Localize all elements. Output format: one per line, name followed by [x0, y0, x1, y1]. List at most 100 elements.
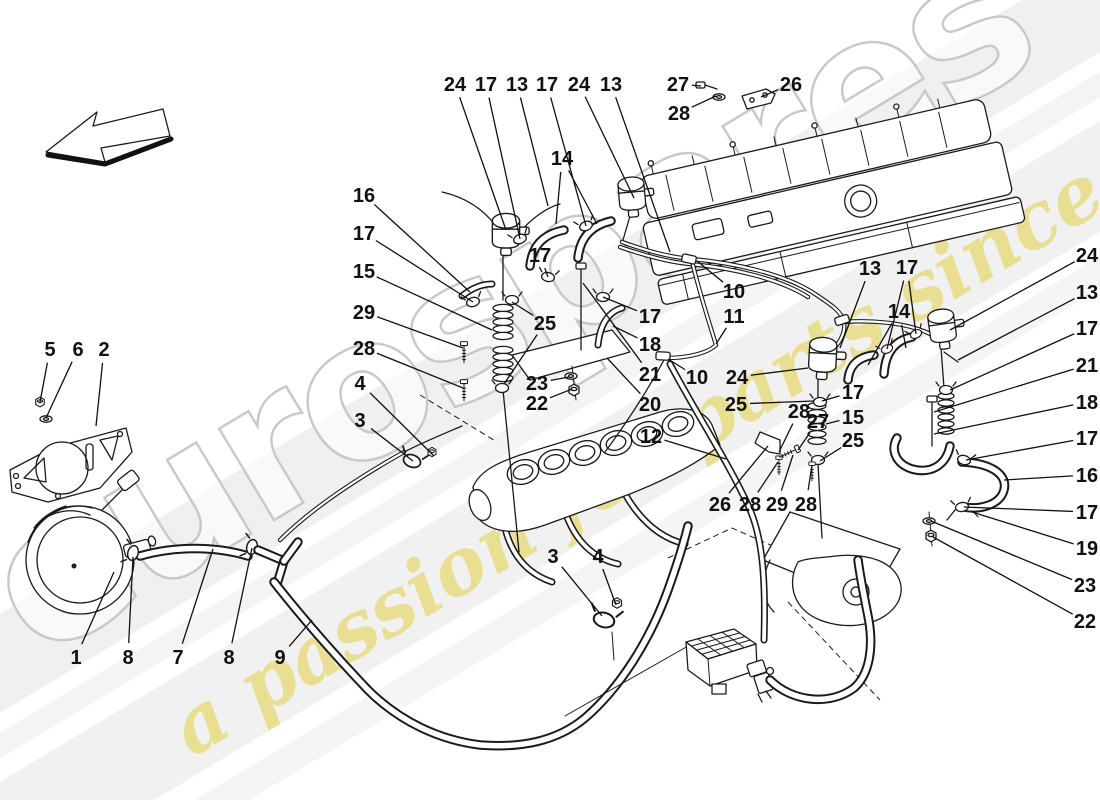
- pipe-9-end: [403, 425, 463, 453]
- callout-27-42[interactable]: 27: [807, 411, 829, 433]
- callout-2-19[interactable]: 2: [98, 339, 109, 361]
- callout-15-12[interactable]: 15: [353, 261, 375, 283]
- callout-10-38[interactable]: 10: [686, 367, 708, 389]
- callout-21-56[interactable]: 21: [1076, 355, 1098, 377]
- callout-7-22[interactable]: 7: [172, 647, 183, 669]
- callout-5-17[interactable]: 5: [44, 339, 55, 361]
- callout-6-18[interactable]: 6: [72, 339, 83, 361]
- callout-28-41[interactable]: 28: [788, 401, 810, 423]
- leader-line-17: [550, 97, 587, 227]
- callout-16-59[interactable]: 16: [1076, 465, 1098, 487]
- callout-28-7[interactable]: 28: [668, 103, 690, 125]
- callout-28-14[interactable]: 28: [353, 338, 375, 360]
- leader-line-12: [664, 439, 727, 460]
- leader-line-5: [39, 362, 49, 403]
- leader-line-13: [957, 297, 1075, 361]
- callout-17-58[interactable]: 17: [1076, 428, 1098, 450]
- callout-9-24[interactable]: 9: [274, 647, 285, 669]
- callout-10-36[interactable]: 10: [723, 281, 745, 303]
- callout-26-8[interactable]: 26: [780, 74, 802, 96]
- callout-24-0[interactable]: 24: [444, 74, 467, 96]
- leader-line-7: [181, 548, 214, 644]
- callout-17-1[interactable]: 17: [475, 74, 497, 96]
- callout-23-62[interactable]: 23: [1074, 575, 1096, 597]
- callout-29-13[interactable]: 29: [353, 302, 375, 324]
- callout-25-40[interactable]: 25: [725, 394, 747, 416]
- callout-23-29[interactable]: 23: [526, 373, 548, 395]
- callout-13-5[interactable]: 13: [600, 74, 622, 96]
- leader-line-16: [1003, 475, 1074, 481]
- callout-3-16[interactable]: 3: [354, 410, 365, 432]
- leader-line-9: [288, 619, 313, 647]
- callout-17-60[interactable]: 17: [1076, 502, 1098, 524]
- callout-28-47[interactable]: 28: [739, 494, 761, 516]
- y-connector: [253, 537, 303, 589]
- leader-line-23: [550, 376, 570, 382]
- callout-28-49[interactable]: 28: [795, 494, 817, 516]
- callout-17-11[interactable]: 17: [353, 223, 375, 245]
- bellows-spring: [937, 392, 955, 435]
- callout-25-28[interactable]: 25: [534, 313, 556, 335]
- leader-line-28: [757, 461, 779, 493]
- leader-line-8: [128, 556, 134, 644]
- callout-18-57[interactable]: 18: [1076, 392, 1098, 414]
- nut: [925, 529, 937, 543]
- callout-4-26[interactable]: 4: [592, 546, 604, 568]
- callout-12-35[interactable]: 12: [640, 426, 662, 448]
- callout-29-48[interactable]: 29: [766, 494, 788, 516]
- callout-1-20[interactable]: 1: [70, 647, 81, 669]
- callout-27-6[interactable]: 27: [667, 74, 689, 96]
- callout-24-39[interactable]: 24: [726, 367, 749, 389]
- callout-25-45[interactable]: 25: [842, 430, 864, 452]
- callout-24-4[interactable]: 24: [568, 74, 591, 96]
- construction-line: [419, 394, 498, 443]
- callout-20-34[interactable]: 20: [639, 394, 661, 416]
- leader-line-22: [932, 536, 1074, 615]
- bellows-spring: [492, 303, 514, 341]
- leader-line-29: [780, 454, 794, 491]
- callout-18-32[interactable]: 18: [639, 334, 661, 356]
- direction-arrow-icon: [45, 108, 174, 167]
- reference-line: [564, 645, 689, 717]
- leader-line-17: [821, 395, 840, 402]
- callout-15-44[interactable]: 15: [842, 407, 864, 429]
- leader-line-6: [45, 361, 73, 419]
- callout-17-51[interactable]: 17: [896, 257, 918, 279]
- leader-line-29: [376, 316, 464, 349]
- callout-17-43[interactable]: 17: [842, 382, 864, 404]
- leader-line-27: [797, 432, 811, 451]
- intake-manifold: [468, 408, 721, 586]
- leader-line-13: [519, 97, 549, 207]
- callout-19-61[interactable]: 19: [1076, 538, 1098, 560]
- callout-17-27[interactable]: 17: [529, 245, 551, 267]
- callout-13-50[interactable]: 13: [859, 258, 881, 280]
- callout-22-30[interactable]: 22: [526, 393, 548, 415]
- air-filter-box: [685, 628, 758, 695]
- callout-3-25[interactable]: 3: [547, 546, 558, 568]
- callout-13-2[interactable]: 13: [506, 74, 528, 96]
- leader-line-13: [839, 280, 866, 349]
- callout-17-55[interactable]: 17: [1076, 318, 1098, 340]
- leader-line-17: [908, 280, 917, 335]
- callout-8-21[interactable]: 8: [122, 647, 133, 669]
- callout-8-23[interactable]: 8: [223, 647, 234, 669]
- callout-21-33[interactable]: 21: [639, 364, 661, 386]
- callout-17-31[interactable]: 17: [639, 306, 661, 328]
- callout-26-46[interactable]: 26: [709, 494, 731, 516]
- callout-11-37[interactable]: 11: [723, 306, 744, 328]
- callout-17-3[interactable]: 17: [536, 74, 558, 96]
- callout-14-52[interactable]: 14: [888, 301, 911, 323]
- callout-22-63[interactable]: 22: [1074, 611, 1096, 633]
- callout-16-10[interactable]: 16: [353, 185, 375, 207]
- callout-24-53[interactable]: 24: [1076, 245, 1099, 267]
- callout-14-9[interactable]: 14: [551, 148, 574, 170]
- leader-line-23: [930, 520, 1073, 581]
- callout-13-54[interactable]: 13: [1076, 282, 1098, 304]
- leader-line-18: [612, 325, 638, 339]
- callout-4-15[interactable]: 4: [354, 373, 366, 395]
- leader-line-25: [819, 446, 842, 462]
- vacuum-pipe-network: [604, 239, 959, 453]
- leader-line-13: [615, 96, 671, 253]
